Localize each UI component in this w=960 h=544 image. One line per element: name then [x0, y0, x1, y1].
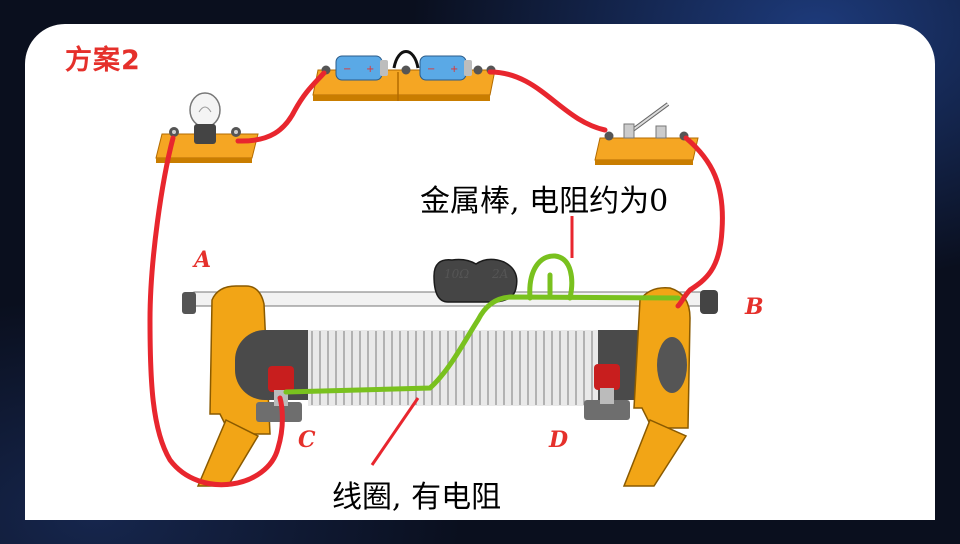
circuit-wires: [147, 69, 725, 488]
terminal-label-a: A: [192, 247, 211, 273]
callout-coil: 线圈, 有电阻: [332, 480, 502, 515]
switch-icon: [594, 102, 699, 165]
circuit-diagram: − + − + 10Ω: [147, 50, 764, 488]
svg-text:+: +: [450, 64, 458, 75]
slide-canvas: − + − + 10Ω: [25, 24, 935, 520]
callout-pointers: [370, 216, 574, 466]
svg-text:+: +: [366, 64, 374, 75]
terminal-label-d: D: [548, 427, 568, 453]
svg-text:−: −: [343, 64, 351, 75]
terminal-label-c: C: [298, 427, 316, 453]
svg-text:2A: 2A: [491, 267, 509, 281]
rheostat-icon: 10Ω 2A: [182, 258, 718, 487]
terminal-label-b: B: [744, 294, 764, 320]
scheme-title: 方案2: [65, 45, 141, 76]
callout-metal-rod: 金属棒, 电阻约为0: [420, 184, 669, 219]
light-bulb-icon: [155, 92, 259, 163]
current-path-highlight: [283, 253, 681, 395]
svg-text:10Ω: 10Ω: [444, 267, 469, 281]
battery-icon: − + − +: [312, 50, 496, 101]
svg-text:−: −: [427, 64, 435, 75]
